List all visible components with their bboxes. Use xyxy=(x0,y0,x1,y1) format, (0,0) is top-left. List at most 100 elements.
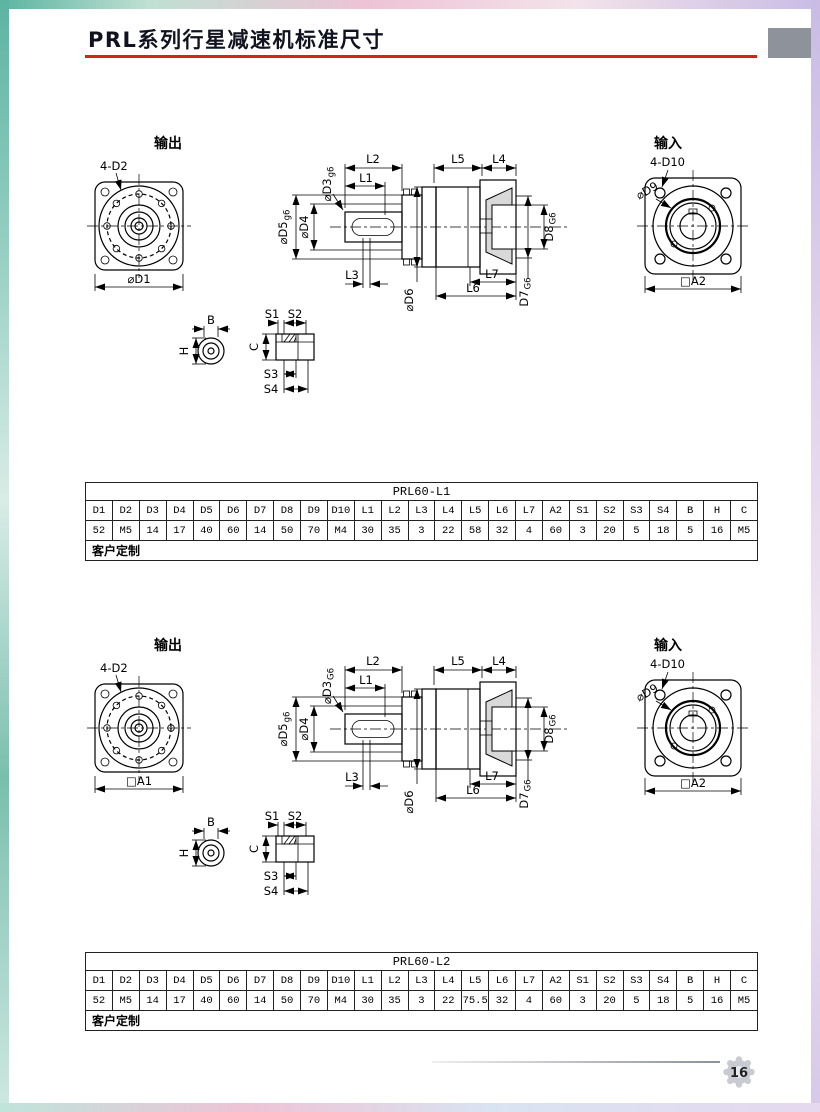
table-value-cell: 14 xyxy=(138,520,167,541)
table-value-cell: 4 xyxy=(515,520,543,541)
table-value-cell: 3 xyxy=(407,520,436,541)
table-header-cell: D10 xyxy=(326,970,355,991)
table-value-cell: 70 xyxy=(300,520,328,541)
input-view-title: 输入 xyxy=(654,637,682,654)
key-section-detail: S1 S2 C S3 S4 xyxy=(247,809,315,898)
table-value-cell: 4 xyxy=(515,990,543,1011)
table-value-cell: 17 xyxy=(165,520,194,541)
table-value-cell: 58 xyxy=(461,520,490,541)
table-value-cell: 14 xyxy=(246,990,275,1011)
table-header-cell: L1 xyxy=(353,970,382,991)
table-header-cell: D5 xyxy=(192,500,221,521)
table-value-cell: 20 xyxy=(595,520,624,541)
table-footer: 客户定制 xyxy=(85,1010,758,1031)
dim-l5: L5 xyxy=(451,654,465,668)
dim-d7: D7G6 xyxy=(517,779,534,808)
page-number: 16 xyxy=(730,1066,748,1081)
table-value-cell: 50 xyxy=(273,990,301,1011)
table-header-cell: L6 xyxy=(488,970,516,991)
table-value-cell: 40 xyxy=(192,990,221,1011)
table-header-cell: L6 xyxy=(488,500,516,521)
header-gray-box xyxy=(768,28,811,58)
page-title: PRL系列行星减速机标准尺寸 xyxy=(88,28,385,52)
bolt-holes xyxy=(103,190,175,262)
table-header-cell: A2 xyxy=(541,970,570,991)
table-header-cell: L4 xyxy=(434,500,463,521)
table-value-cell: 22 xyxy=(434,520,463,541)
dim-s3: S3 xyxy=(264,869,279,883)
table-value-cell: 60 xyxy=(541,520,570,541)
table-value-cell: 60 xyxy=(219,990,248,1011)
frame-left-strip xyxy=(0,0,9,1112)
table-header-cell: D1 xyxy=(85,500,113,521)
shaft-keyway xyxy=(351,720,395,738)
table-value-cell: 3 xyxy=(568,520,597,541)
table-header-cell: D9 xyxy=(300,500,328,521)
input-flange-view: 输入 4-D10 ⌀D9 □A2 xyxy=(633,135,749,293)
side-section-view: L2 L1 L5 L4 ⌀D3G6 ⌀D5g6 ⌀D4 L3 ⌀D6 xyxy=(276,654,568,814)
output-holes-label: 4-D2 xyxy=(100,159,128,173)
table-value-cell: M5 xyxy=(730,990,758,1011)
table-header-cell: L7 xyxy=(515,500,543,521)
gear-icon: 16 xyxy=(723,1056,755,1088)
section-drawing: 输出 4-D2 □A1 xyxy=(87,637,749,898)
table-header-cell: C xyxy=(730,500,758,521)
dim-s1: S1 xyxy=(265,307,280,321)
dim-l2: L2 xyxy=(366,654,380,668)
table-footer: 客户定制 xyxy=(85,540,758,561)
input-flange-block xyxy=(479,179,517,275)
table-header-cell: S2 xyxy=(595,970,624,991)
dim-h: H xyxy=(177,849,191,858)
table-header-cell: D5 xyxy=(192,970,221,991)
input-dim-label: □A2 xyxy=(680,274,706,288)
dim-d8: D8G6 xyxy=(542,714,559,743)
dim-b: B xyxy=(207,815,215,829)
table-value-cell: 17 xyxy=(165,990,194,1011)
title-underline xyxy=(85,55,757,58)
table-header-cell: D9 xyxy=(300,970,328,991)
table-header-cell: D6 xyxy=(219,500,248,521)
table-header-cell: L5 xyxy=(461,970,490,991)
dim-s1: S1 xyxy=(265,809,280,823)
table-header-cell: L4 xyxy=(434,970,463,991)
table-value-cell: 52 xyxy=(85,520,113,541)
table-header-cell: D7 xyxy=(246,970,275,991)
dim-s4: S4 xyxy=(264,382,279,396)
table-value-cell: M5 xyxy=(111,990,140,1011)
table-header-cell: D10 xyxy=(326,500,355,521)
dim-s2: S2 xyxy=(288,809,303,823)
table-header-cell: D2 xyxy=(111,500,140,521)
table-header-cell: S2 xyxy=(595,500,624,521)
table-header-cell: D7 xyxy=(246,500,275,521)
table-value-cell: 18 xyxy=(649,520,678,541)
corner-screws xyxy=(100,187,178,265)
table-value-cell: 35 xyxy=(380,520,409,541)
table-header-cell: L2 xyxy=(380,500,409,521)
table-value-cell: 70 xyxy=(300,990,328,1011)
frame-top-strip xyxy=(0,0,820,9)
mount-holes xyxy=(654,689,732,767)
table-header-cell: L7 xyxy=(515,970,543,991)
table-value-cell: 32 xyxy=(488,990,516,1011)
dim-l1: L1 xyxy=(359,171,373,185)
dim-l3: L3 xyxy=(345,268,359,282)
output-holes-label: 4-D2 xyxy=(100,661,128,675)
section-prl60-l2: 输出 4-D2 □A1 xyxy=(0,632,820,907)
table-footer-row: 客户定制 xyxy=(85,1010,758,1031)
mount-holes xyxy=(654,187,732,265)
table-value-cell: 16 xyxy=(703,990,731,1011)
frame-right-strip xyxy=(811,0,820,1112)
table-value-cell: 60 xyxy=(541,990,570,1011)
dim-l7: L7 xyxy=(485,769,499,783)
dim-l3: L3 xyxy=(345,770,359,784)
dim-d6: ⌀D6 xyxy=(402,288,416,311)
table-value-cell: 3 xyxy=(568,990,597,1011)
table-value-cell: 22 xyxy=(434,990,463,1011)
table-header-cell: D1 xyxy=(85,970,113,991)
table-footer-row: 客户定制 xyxy=(85,540,758,561)
table-value-cell: 30 xyxy=(353,990,382,1011)
